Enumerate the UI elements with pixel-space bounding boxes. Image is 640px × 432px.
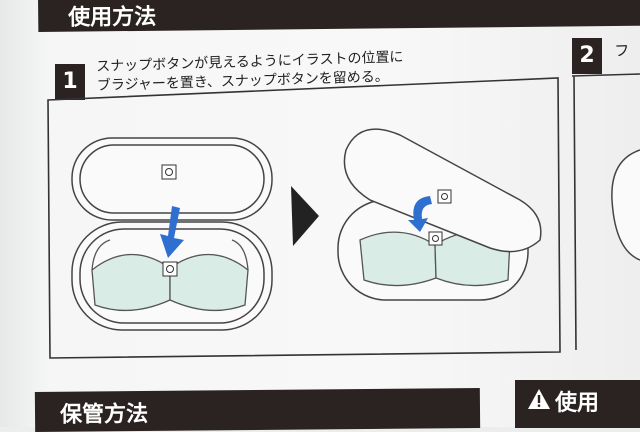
step-number-1: 1 — [55, 64, 85, 100]
rotate-arrow-icon — [408, 196, 432, 232]
next-step-triangle-icon — [291, 186, 319, 246]
warning-triangle-icon — [528, 389, 550, 409]
bra-illustration-left — [91, 239, 249, 312]
step-1-frame — [47, 77, 561, 359]
section-title: 保管方法 — [59, 401, 149, 428]
bra-illustration-right — [359, 231, 511, 287]
section-header-storage: 保管方法 — [34, 388, 481, 432]
arrow-down-icon — [160, 206, 184, 258]
snap-button-icon — [437, 189, 452, 204]
step-2-frame — [571, 73, 640, 351]
section-title: 使用 — [555, 391, 600, 416]
section-header-caution: 使用 — [515, 380, 640, 428]
snap-button-icon — [162, 261, 178, 277]
snap-button-icon — [428, 231, 443, 246]
snap-button-icon — [161, 164, 177, 180]
step-2-case-partial — [611, 149, 640, 261]
step-number-2: 2 — [572, 38, 602, 74]
